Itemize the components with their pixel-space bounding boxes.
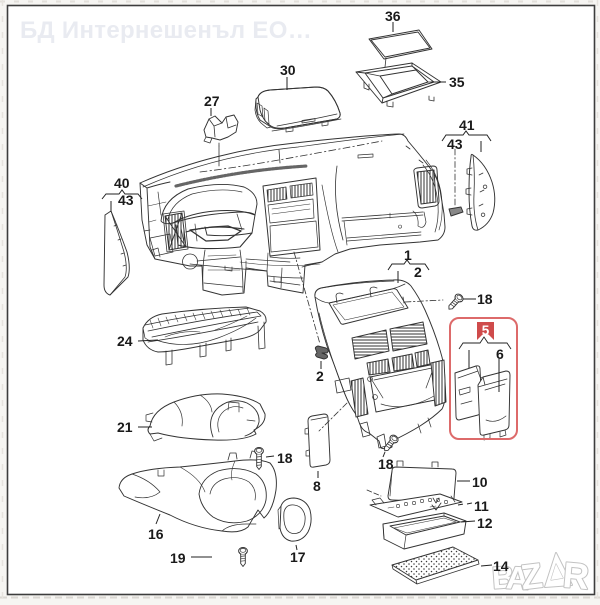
svg-text:18: 18: [277, 450, 293, 466]
svg-text:12: 12: [477, 515, 493, 531]
svg-text:36: 36: [385, 8, 401, 24]
svg-text:11: 11: [474, 498, 489, 514]
svg-text:16: 16: [148, 526, 164, 542]
svg-text:БД Интернешенъл ЕО…: БД Интернешенъл ЕО…: [20, 17, 312, 44]
svg-text:10: 10: [472, 474, 488, 490]
svg-text:R: R: [561, 554, 590, 597]
svg-text:A: A: [505, 559, 530, 596]
svg-text:19: 19: [170, 550, 186, 566]
svg-text:B: B: [491, 559, 516, 595]
svg-text:5: 5: [482, 323, 490, 338]
svg-text:17: 17: [290, 549, 306, 565]
svg-text:43: 43: [447, 136, 463, 152]
svg-text:30: 30: [280, 62, 296, 78]
svg-text:8: 8: [313, 478, 321, 494]
svg-text:18: 18: [477, 291, 493, 307]
svg-text:21: 21: [117, 419, 133, 435]
svg-text:27: 27: [204, 93, 220, 109]
svg-text:2: 2: [414, 264, 422, 280]
svg-text:24: 24: [117, 333, 133, 349]
svg-text:18: 18: [378, 456, 394, 472]
svg-text:6: 6: [496, 346, 504, 362]
svg-text:40: 40: [114, 175, 130, 191]
svg-text:1: 1: [404, 247, 412, 263]
svg-text:35: 35: [449, 74, 465, 90]
svg-text:43: 43: [118, 192, 134, 208]
svg-text:41: 41: [459, 117, 475, 133]
svg-text:2: 2: [316, 368, 324, 384]
svg-text:14: 14: [493, 558, 509, 574]
